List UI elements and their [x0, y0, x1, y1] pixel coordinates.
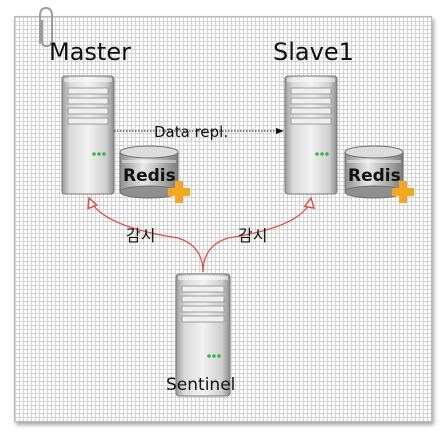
monitor-master-edge	[89, 198, 204, 273]
paperclip-icon	[39, 6, 53, 48]
master-redis-db	[119, 145, 179, 199]
sentinel-label: Sentinel	[166, 375, 235, 395]
monitor-slave-edge	[202, 198, 311, 273]
master-redis-label: Redis	[123, 166, 176, 186]
slave-redis-label: Redis	[348, 166, 401, 186]
slave-redis-db	[344, 145, 404, 199]
monitor-slave-label: 감시	[238, 226, 267, 245]
sentinel-server	[175, 273, 231, 397]
monitor-master-label: 감시	[126, 226, 155, 245]
slave-label: Slave1	[273, 38, 354, 66]
master-label: Master	[49, 38, 131, 66]
plus-badge-icon	[168, 181, 190, 203]
slave-server	[284, 75, 338, 195]
plus-badge-icon	[392, 181, 414, 203]
master-server	[61, 75, 115, 195]
replication-label: Data repl.	[154, 123, 228, 141]
